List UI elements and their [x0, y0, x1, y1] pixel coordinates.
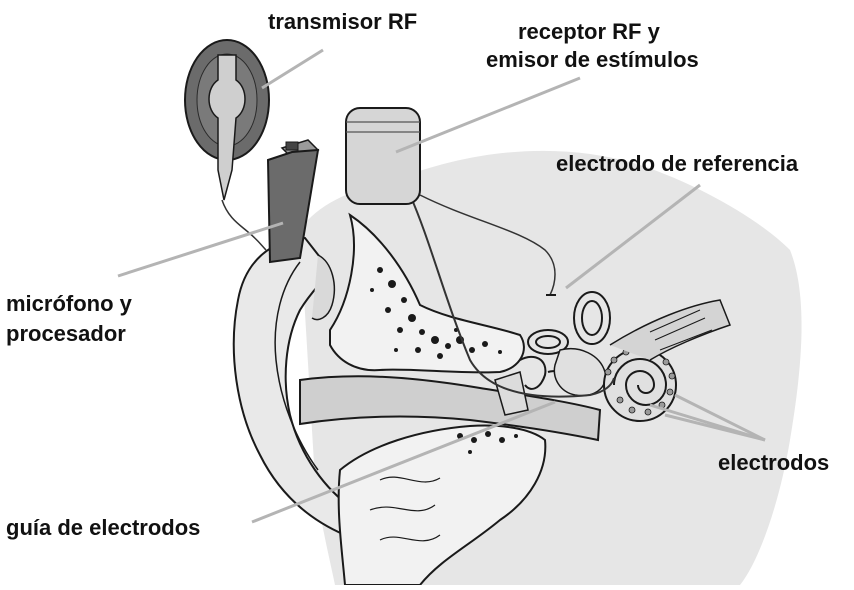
- label-receptor-rf-line2: emisor de estímulos: [486, 46, 699, 74]
- label-electrodos: electrodos: [718, 449, 829, 477]
- rf-receiver-stimulator: [346, 108, 420, 204]
- label-transmisor-rf: transmisor RF: [268, 8, 417, 36]
- label-electrodo-referencia: electrodo de referencia: [556, 150, 798, 178]
- label-guia-electrodos: guía de electrodos: [6, 514, 200, 542]
- label-microfono-line1: micrófono y: [6, 290, 132, 318]
- leader-transmisor: [262, 50, 323, 88]
- label-microfono-line2: procesador: [6, 320, 126, 348]
- leader-receptor: [396, 78, 580, 152]
- label-receptor-rf-line1: receptor RF y: [518, 18, 660, 46]
- rf-transmitter-coil: [185, 40, 269, 200]
- transmitter-cable: [222, 200, 266, 250]
